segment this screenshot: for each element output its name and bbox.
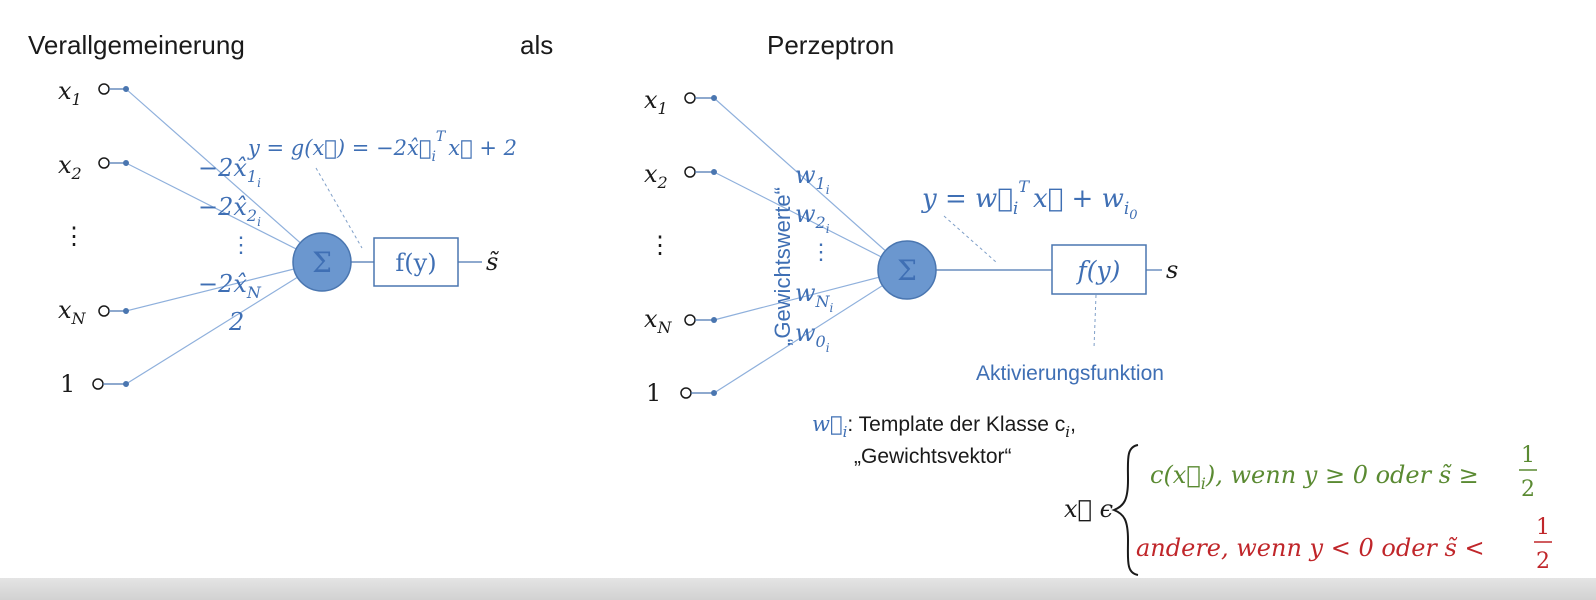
fraction-2-denominator: 2	[1536, 549, 1550, 574]
fraction-1-numerator: 1	[1521, 443, 1535, 468]
activation-caption: Aktivierungsfunktion	[976, 362, 1164, 385]
template-note: w⃗i: Template der Klasse ci, „Gewichtsve…	[812, 412, 1076, 468]
left-input-terminal-bias	[92, 378, 129, 390]
decision-case-1: c(x⃗i), wenn y ≥ 0 oder s̃ ≥	[1150, 461, 1479, 493]
fraction-2-numerator: 1	[1536, 515, 1550, 540]
left-input-label-ellipsis: ⋮	[62, 222, 86, 250]
right-input-label-n: xN	[644, 305, 673, 337]
decision-rule: x⃗ ϵ c(x⃗i), wenn y ≥ 0 oder s̃ ≥ 1 2 an…	[1064, 443, 1552, 576]
left-input-label-n: xN	[58, 296, 87, 328]
right-input-terminal-1	[684, 92, 717, 104]
right-network: x1 x2 ⋮ xN 1 „Gewichtswerte“ w1i w2i ⋮ w…	[644, 86, 1178, 407]
right-input-label-bias: 1	[646, 379, 661, 407]
right-input-terminal-2	[684, 166, 717, 178]
right-input-label-ellipsis: ⋮	[648, 231, 672, 259]
right-input-label-2: x2	[644, 160, 668, 192]
left-network: x1 x2 ⋮ xN 1 −2x̂1i −2x̂2i ⋮ −2x̂N 2 y =…	[58, 77, 517, 398]
right-equation-pointer	[943, 215, 997, 263]
right-edge-bias	[713, 269, 908, 394]
decision-brace	[1111, 444, 1139, 576]
heading-als: als	[520, 30, 554, 60]
activation-caption-pointer	[1093, 294, 1097, 349]
left-input-terminal-1	[98, 83, 129, 95]
left-weight-n: −2x̂N	[198, 270, 262, 302]
heading-perzeptron: Perzeptron	[767, 30, 895, 60]
decision-case-2: andere, wenn y < 0 oder s̃ <	[1136, 534, 1485, 562]
left-input-label-2: x2	[58, 151, 82, 183]
left-weight-2: −2x̂2i	[198, 193, 261, 229]
right-weight-ellipsis: ⋮	[810, 240, 832, 265]
right-output-label: s	[1166, 256, 1178, 284]
right-weight-1: w1i	[795, 161, 830, 197]
left-edge-n	[125, 261, 323, 312]
left-edge-1	[125, 88, 323, 263]
right-edge-2	[713, 171, 908, 271]
left-sum-symbol: Σ	[312, 246, 332, 279]
left-input-terminal-2	[98, 157, 129, 169]
template-note-line2: „Gewichtsvektor“	[854, 445, 1012, 468]
right-weight-2: w2i	[795, 200, 830, 236]
weights-caption: „Gewichtswerte“	[770, 187, 795, 346]
right-weight-n: wNi	[795, 279, 834, 315]
right-activation-label: f(y)	[1076, 256, 1121, 285]
right-input-terminal-n	[684, 314, 717, 326]
left-edge-bias	[125, 261, 323, 385]
decision-case-2-fraction: 1 2	[1534, 515, 1552, 574]
right-weight-bias: w0i	[795, 319, 830, 355]
right-edge-1	[713, 97, 908, 271]
left-output-label: s̃	[486, 248, 500, 276]
left-edge-2	[125, 162, 323, 263]
right-input-terminal-bias	[680, 387, 717, 399]
left-activation-box	[373, 237, 459, 287]
right-sum-symbol: Σ	[897, 254, 917, 287]
left-weight-bias: 2	[228, 308, 244, 336]
bottom-bar	[0, 578, 1596, 600]
template-note-line1: w⃗i: Template der Klasse ci,	[812, 412, 1076, 441]
fraction-1-denominator: 2	[1521, 477, 1535, 502]
left-input-label-1: x1	[58, 77, 82, 109]
heading-verallgemeinerung: Verallgemeinerung	[28, 30, 245, 60]
left-activation-label: f(y)	[395, 249, 436, 277]
left-input-terminal-n	[98, 305, 129, 317]
decision-lhs: x⃗ ϵ	[1064, 495, 1113, 523]
right-activation-box	[1051, 244, 1147, 295]
left-weight-1: −2x̂1i	[198, 154, 261, 190]
left-weight-ellipsis: ⋮	[230, 233, 252, 258]
decision-case-1-fraction: 1 2	[1519, 443, 1537, 502]
right-edge-n	[713, 269, 908, 321]
left-input-label-bias: 1	[60, 370, 75, 398]
right-input-label-1: x1	[644, 86, 668, 118]
